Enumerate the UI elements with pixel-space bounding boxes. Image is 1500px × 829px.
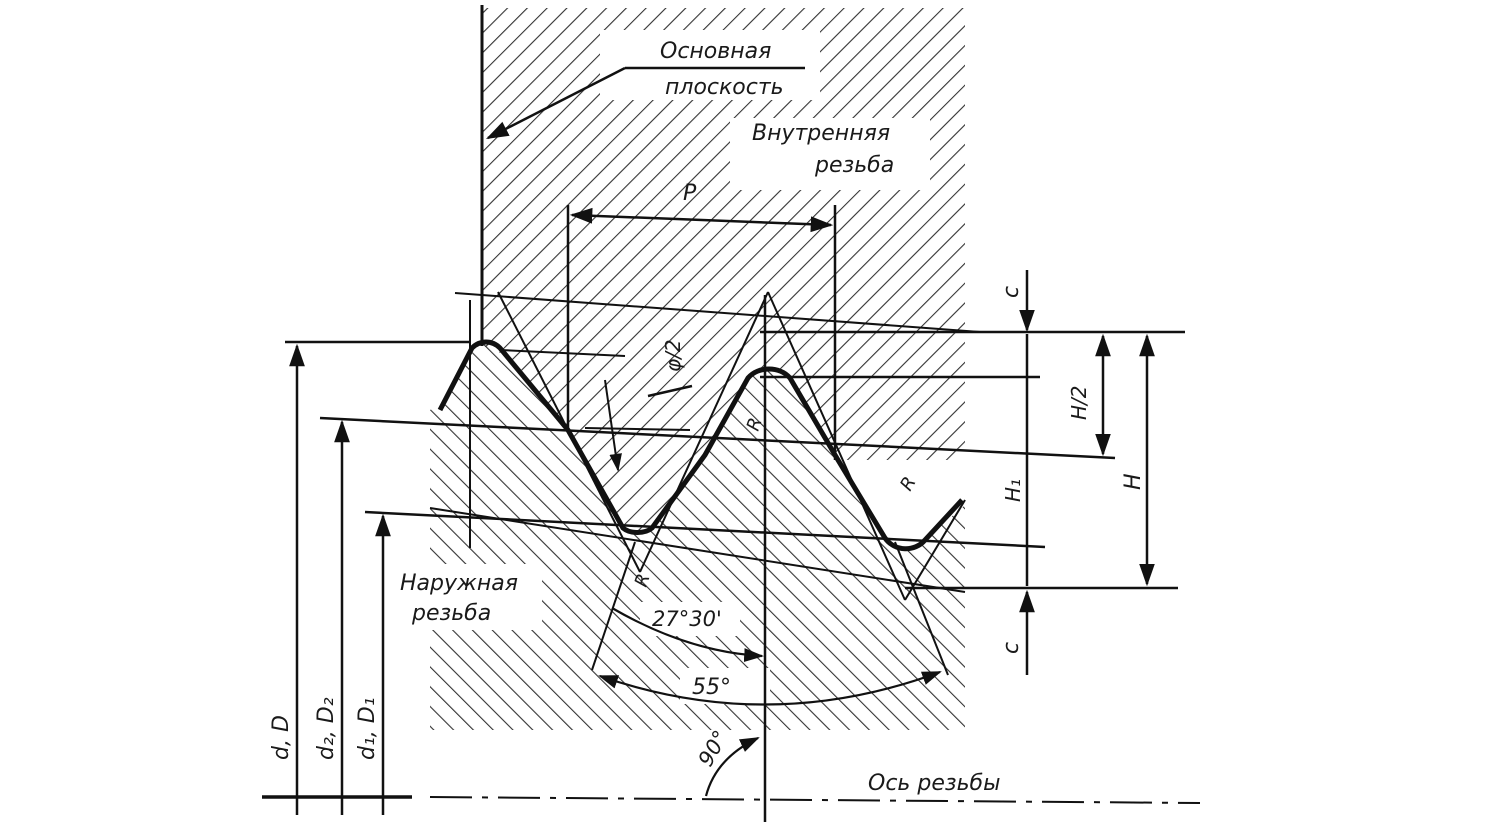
external-thread-label-2: резьба: [411, 601, 491, 626]
arc-90: [704, 737, 760, 797]
label-bg-internal: [730, 118, 930, 190]
flank-construction-1: [497, 291, 641, 573]
minor-diameter-line: [364, 510, 1046, 549]
radius-label-lower-right: R: [896, 473, 920, 494]
arc-2730: [611, 607, 764, 662]
clearance-top-label: c: [999, 286, 1024, 298]
half-angle-label: φ/2: [661, 339, 685, 372]
major-diameter-label: d, D: [269, 715, 294, 760]
flank-construction-4: [904, 499, 966, 601]
right-angle-label: 90°: [694, 726, 733, 770]
external-thread-region: [430, 342, 965, 730]
basic-plane-label-1: Основная: [660, 39, 771, 64]
sharp-triangle-bottom: [429, 507, 966, 593]
thread-profile-outline: [437, 339, 964, 552]
thread-axis-label: Ось резьбы: [868, 771, 1000, 796]
pitch-label: P: [683, 181, 697, 206]
external-thread-label-1: Наружная: [400, 571, 518, 596]
thread-axis-dashed: [429, 796, 1201, 804]
flank-construction-3: [767, 291, 906, 601]
pitch-diameter-label: d₂, D₂: [314, 697, 339, 760]
half-angle-bar: [647, 384, 693, 398]
basic-plane-label-2: плоскость: [665, 75, 784, 100]
working-height-label: H₁: [1001, 479, 1025, 502]
clearance-bottom-label: c: [999, 642, 1024, 654]
pitch-diameter-line: [319, 416, 1116, 460]
label-bg-basic-plane: [600, 30, 820, 100]
middle-line: [499, 349, 626, 357]
middle-line-2: [584, 427, 691, 431]
arc-55: [598, 670, 942, 706]
half-angle-tick: [604, 379, 622, 472]
basic-plane-leader: [485, 66, 626, 140]
half-profile-angle-label: 27°30': [652, 607, 722, 631]
height-label: H: [1121, 473, 1146, 490]
angle-leg-right: [894, 541, 949, 676]
radius-label-lower-left: R: [631, 571, 655, 589]
half-height-label: H/2: [1067, 385, 1091, 420]
label-bg-external: [392, 564, 542, 630]
internal-thread-label-2: резьба: [814, 153, 894, 178]
flank-construction-2: [639, 291, 769, 573]
profile-angle-label: 55°: [692, 675, 731, 700]
pitch-dim-line: [569, 207, 834, 233]
sharp-triangle-top: [454, 292, 981, 333]
radius-label-upper: R: [743, 415, 767, 433]
minor-diameter-label: d₁, D₁: [355, 697, 380, 760]
angle-leg-left: [591, 541, 636, 671]
internal-thread-label-1: Внутренняя: [752, 121, 890, 146]
